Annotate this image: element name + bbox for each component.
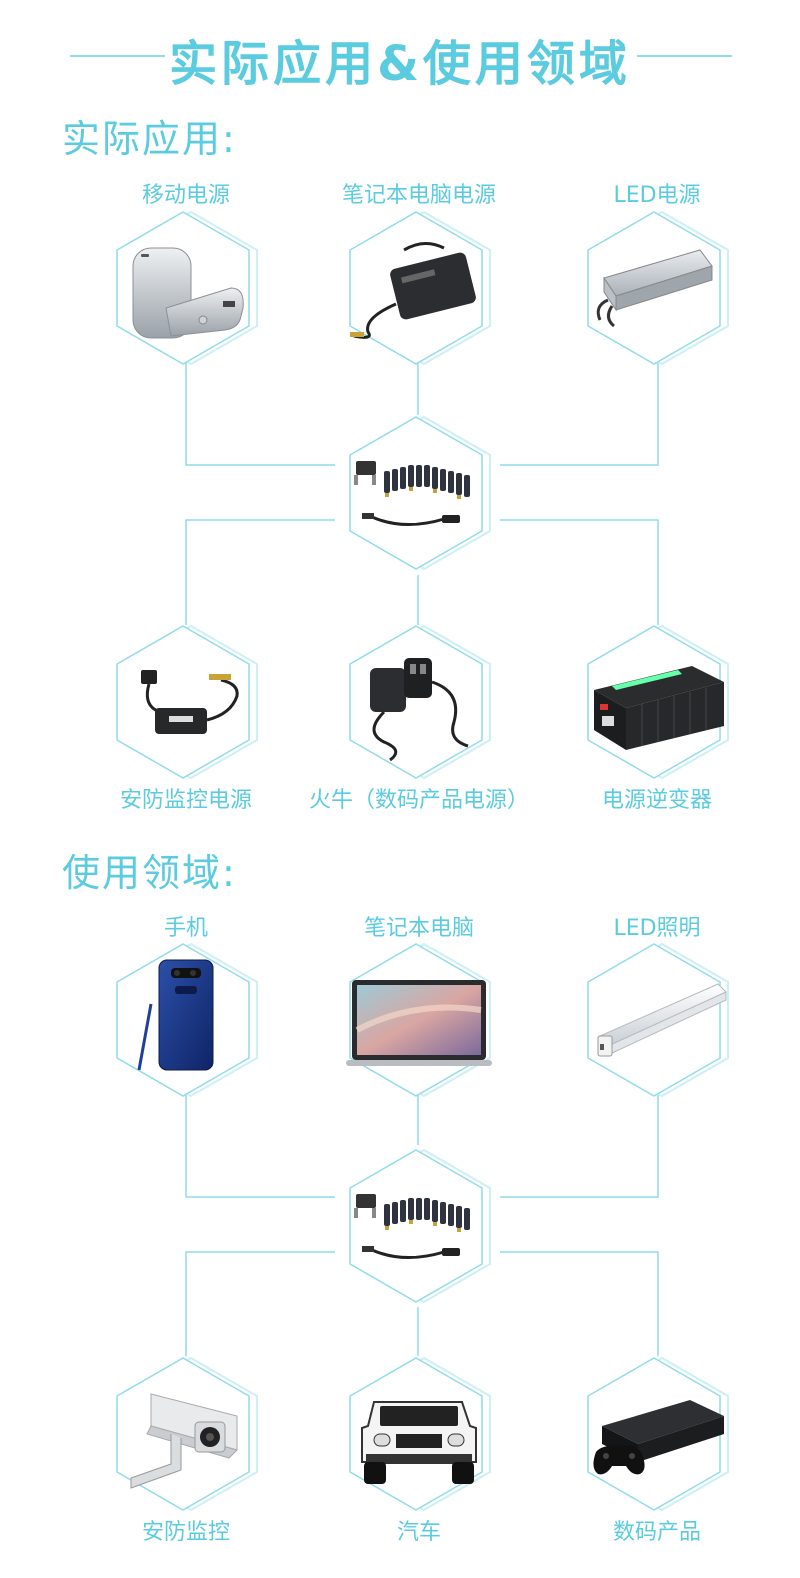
hex-center-charger-fields [344,1146,494,1306]
section-heading-fields: 使用领域: [62,851,237,895]
hex-power-bank [111,208,261,368]
connector-lines-applications [185,360,659,625]
label-led-lighting: LED照明 [613,916,701,941]
hex-led-lighting [582,940,732,1100]
cctv-camera-icon [130,1393,238,1489]
label-inverter: 电源逆变器 [601,788,712,813]
laptop-adapter-icon [350,242,476,339]
hex-led-power [582,208,732,368]
laptop-icon [346,980,492,1066]
label-phone: 手机 [163,916,208,941]
label-transformer: 火牛（数码产品电源） [308,788,529,813]
hex-car [344,1354,494,1514]
hex-laptop [344,940,494,1100]
led-driver-icon [596,249,713,328]
power-inverter-icon [594,666,724,750]
label-laptop: 笔记本电脑 [363,916,474,941]
label-cctv: 安防监控 [141,1520,230,1545]
title-rule-right [637,55,732,57]
hex-transformer [344,622,494,782]
hex-security-power [111,622,261,782]
label-digital-products: 数码产品 [612,1520,701,1545]
hex-laptop-power [344,208,494,368]
suv-car-icon [361,1401,477,1484]
connector-lines-fields [185,1095,659,1356]
hex-phone [111,940,261,1100]
security-adapter-icon [141,670,239,734]
label-security-power: 安防监控电源 [119,788,252,813]
power-bank-icon [132,247,244,339]
label-power-bank: 移动电源 [141,183,230,208]
section-heading-applications: 实际应用: [62,117,237,161]
hex-inverter [582,622,732,782]
hex-cctv [111,1354,261,1514]
hex-center-charger-applications [344,413,494,573]
wall-adapter-icon [370,658,469,762]
hex-digital-products [582,1354,732,1514]
page-title: 实际应用&使用领域 [169,36,631,92]
label-car: 汽车 [396,1520,441,1545]
led-tube-icon [597,983,727,1057]
label-led-power: LED电源 [613,183,701,208]
game-console-icon [593,1400,724,1475]
title-rule-left [70,55,165,57]
smartphone-icon [137,959,214,1071]
charger-tips-icon [354,1194,470,1260]
label-laptop-power: 笔记本电脑电源 [341,183,496,208]
charger-tips-icon [354,461,470,527]
